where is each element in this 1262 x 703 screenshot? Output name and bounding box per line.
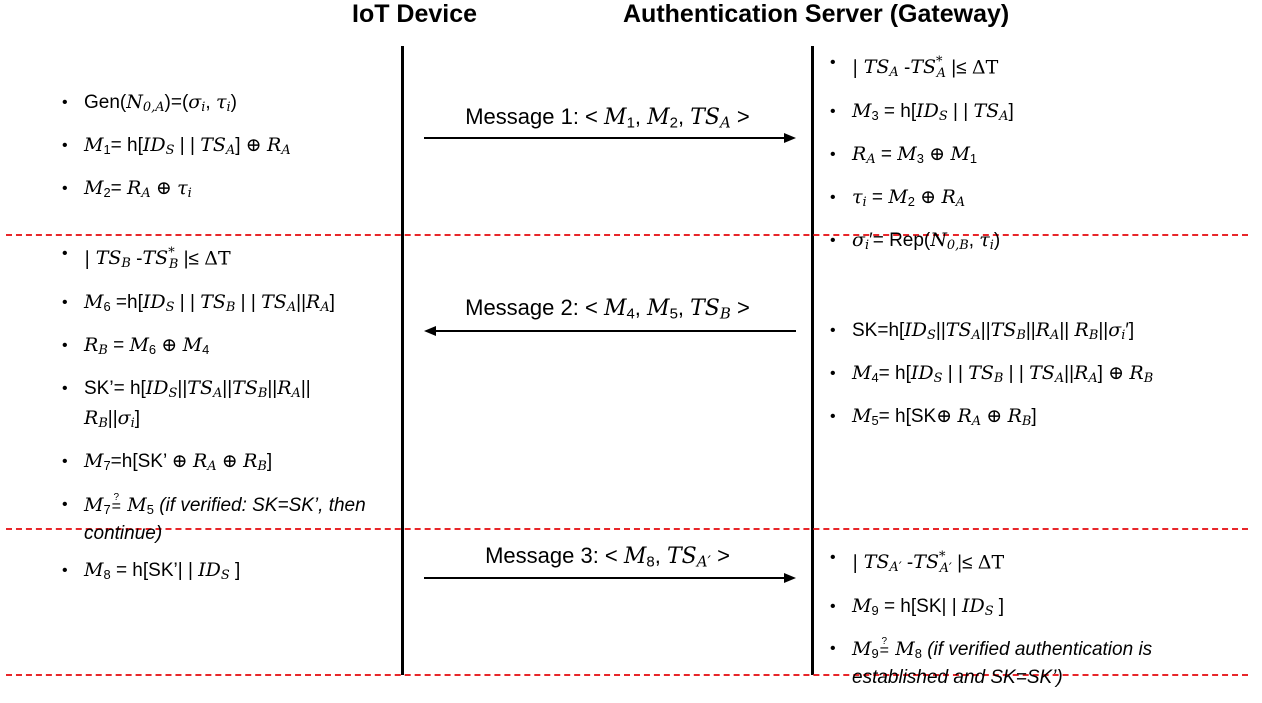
device-steps-2: | TSB -TS*B |≤ ΔT M6 =h[IDS | | TSB | | … [60,241,400,559]
message-3-arrow [424,573,796,583]
server-steps-3: | TSA′ -TS*A′ |≤ ΔT M9 = h[SK| | IDS ] M… [828,545,1228,703]
list-item: M8 = h[SK’| | IDS ] [60,558,390,588]
device-steps-3: M8 = h[SK’| | IDS ] [60,558,390,601]
list-item: τi = M2 ⊕ RA [828,185,1248,215]
list-item: M1= h[IDS | | TSA] ⊕ RA [60,133,390,163]
message-3-label: Message 3: < M8, TSA′ > [485,543,730,571]
phase-separator-1 [6,234,1248,236]
message-1-label: Message 1: < M1, M2, TSA > [465,104,750,132]
message-2-arrow [424,326,796,336]
list-item: M3 = h[IDS | | TSA] [828,99,1248,129]
phase-separator-3 [6,674,1248,676]
list-item: | TSA -TS*A |≤ ΔT [828,50,1248,86]
list-item: | TSB -TS*B |≤ ΔT [60,241,400,277]
list-item: M9 = h[SK| | IDS ] [828,594,1228,624]
phase-separator-2 [6,528,1248,530]
list-item: | TSA′ -TS*A′ |≤ ΔT [828,545,1228,581]
list-item: RB = M6 ⊕ M4 [60,333,400,363]
server-steps-2: SK=h[IDS||TSA||TSB||RA|| RB||σi′] M4= h[… [828,318,1258,448]
list-item: M5= h[SK⊕ RA ⊕ RB] [828,404,1258,434]
list-item: M4= h[IDS | | TSB | | TSA||RA] ⊕ RB [828,361,1258,391]
list-item: M9?= M8 (if verified authentication is e… [828,636,1228,690]
list-item: M7?= M5 (if verified: SK=SK’, then conti… [60,492,400,546]
server-steps-1: | TSA -TS*A |≤ ΔT M3 = h[IDS | | TSA] RA… [828,50,1248,271]
list-item: SK’= h[IDS||TSA||TSB||RA||RB||σi] [60,376,400,436]
list-item: RA = M3 ⊕ M1 [828,142,1248,172]
iot-device-title: IoT Device [352,0,478,28]
message-1-arrow [424,133,796,143]
list-item: SK=h[IDS||TSA||TSB||RA|| RB||σi′] [828,318,1258,348]
list-item: M7=h[SK’ ⊕ RA ⊕ RB] [60,449,400,479]
list-item: M6 =h[IDS | | TSB | | TSA||RA] [60,290,400,320]
device-steps-1: Gen(N0,A)=(σi, τi) M1= h[IDS | | TSA] ⊕ … [60,90,390,220]
list-item: M2= RA ⊕ τi [60,176,390,206]
message-2-label: Message 2: < M4, M5, TSB > [465,295,750,323]
list-item: σi′= Rep(N0,B, τi) [828,228,1248,258]
device-lifeline [401,46,404,675]
list-item: Gen(N0,A)=(σi, τi) [60,90,390,120]
server-title: Authentication Server (Gateway) [623,0,1010,28]
server-lifeline [811,46,814,675]
